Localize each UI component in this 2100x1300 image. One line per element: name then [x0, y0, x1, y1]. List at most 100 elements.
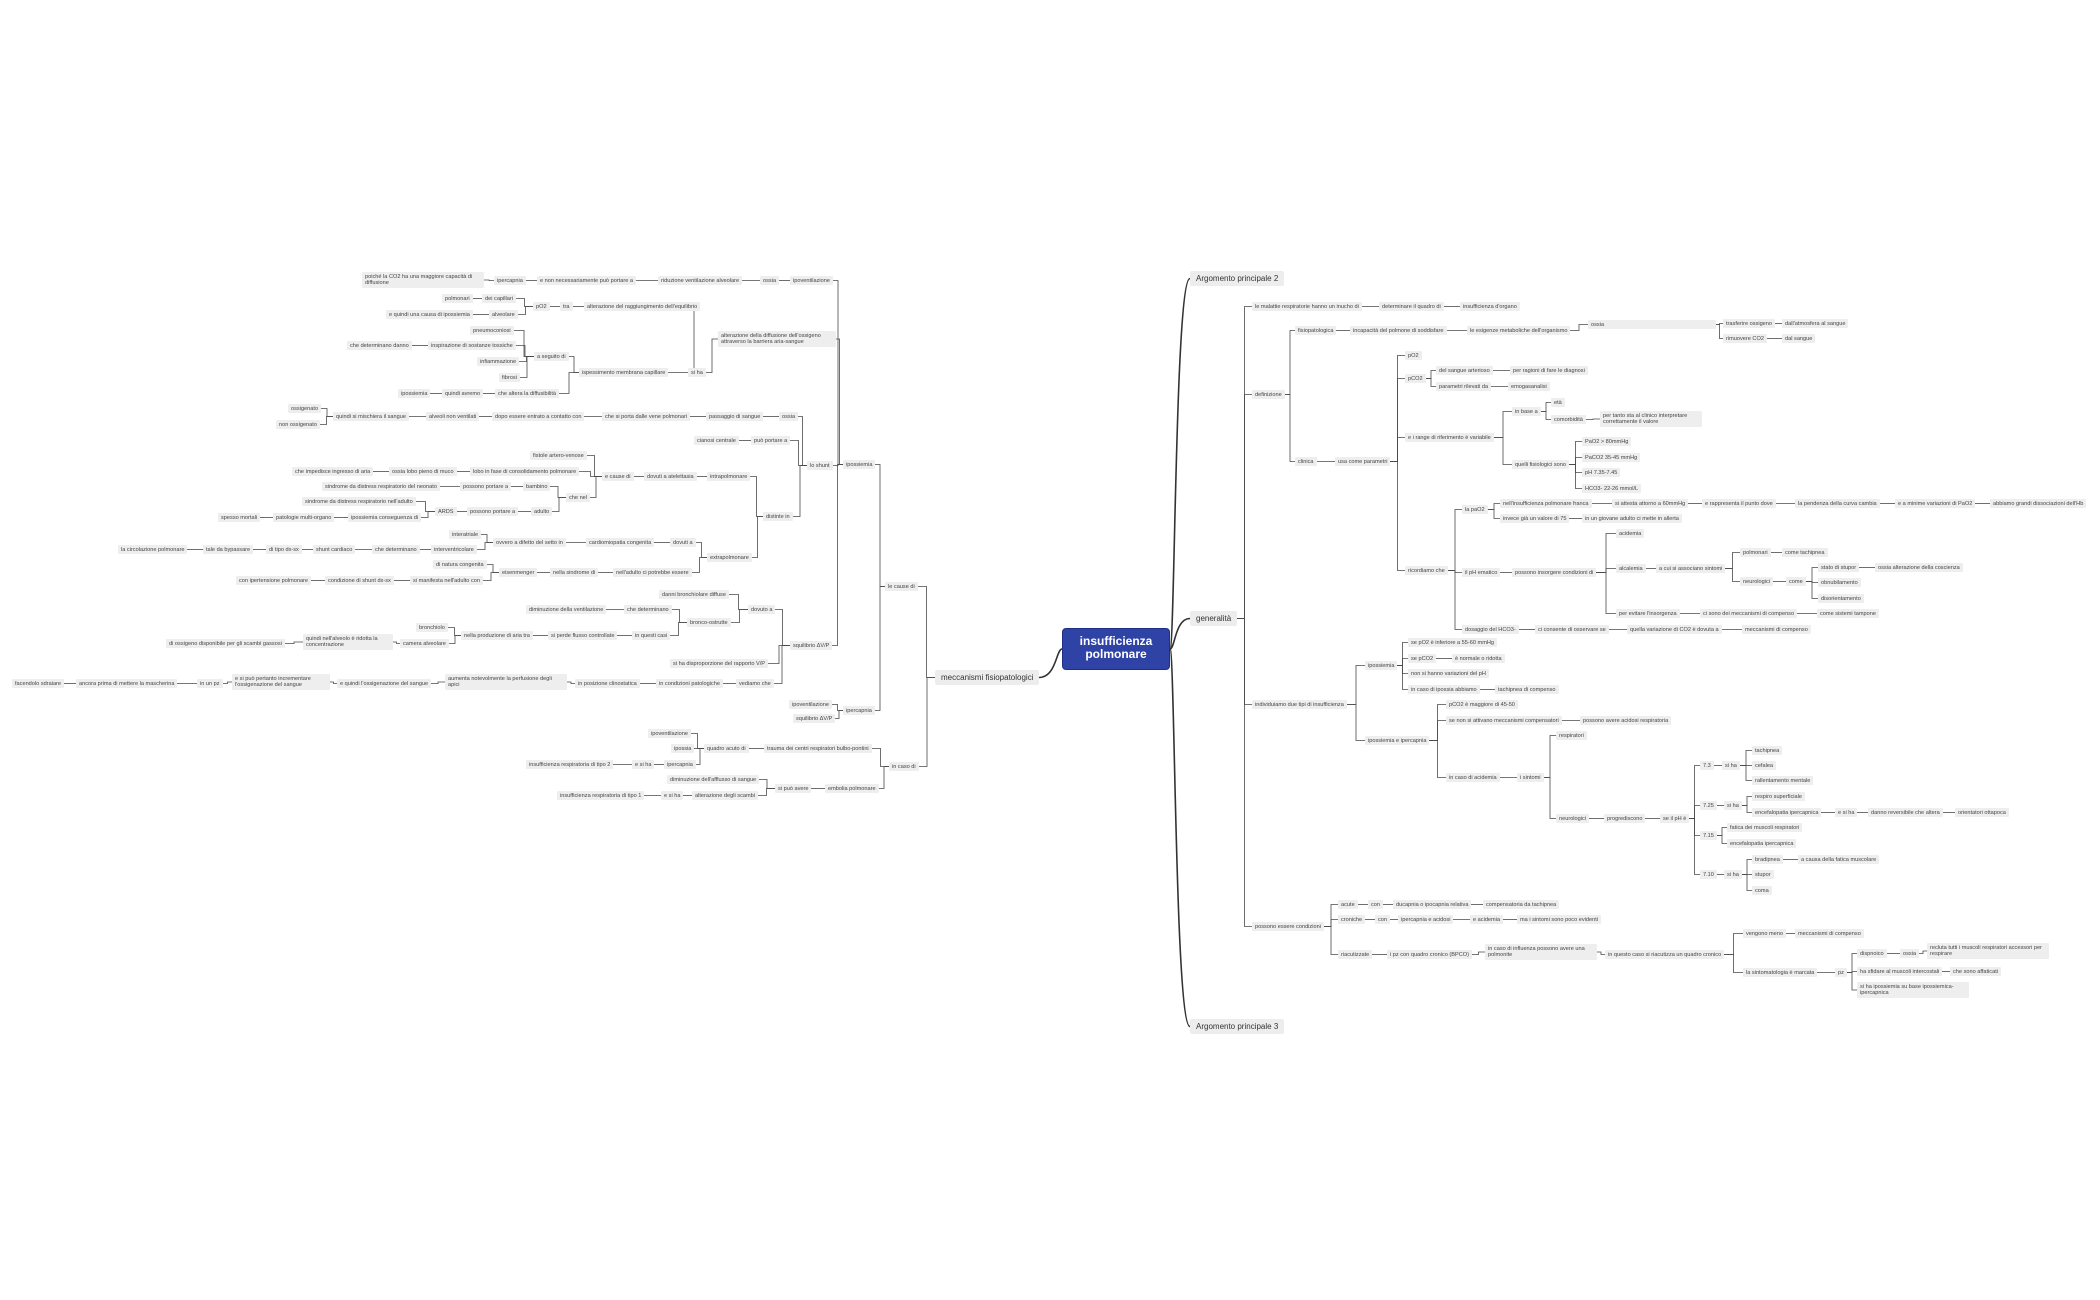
node-parametri-rilevati[interactable]: parametri rilevati da — [1436, 382, 1492, 392]
node-ossia-b[interactable]: ossia — [779, 412, 799, 422]
node-diminuzione-ventilazione[interactable]: diminuzione della ventilazione — [526, 605, 607, 615]
node-ha-sfidare[interactable]: ha sfidare al muscoli intercostali — [1857, 967, 1943, 977]
node-polmonari[interactable]: polmonari — [1740, 548, 1771, 558]
node-non-si-hanno[interactable]: non si hanno variazioni del pH — [1408, 669, 1489, 679]
node-rallentamento[interactable]: rallentamento mentale — [1752, 776, 1814, 786]
node-determinare[interactable]: determinare il quadro di — [1379, 302, 1444, 312]
node-come-tachipnea[interactable]: come tachipnea — [1782, 548, 1828, 558]
node-in-questo-caso[interactable]: in questo caso si riacutizza un quadro c… — [1605, 950, 1725, 960]
node-e-si-ha2[interactable]: e si ha — [632, 760, 655, 770]
node-extrapolmonare[interactable]: extrapolmonare — [707, 553, 752, 563]
node-usa-come[interactable]: usa come parametri — [1335, 457, 1391, 467]
node-dosaggio-hco3[interactable]: dosaggio del HCO3- — [1462, 625, 1519, 635]
node-shunt-cardiaco[interactable]: shunt cardiaco — [313, 545, 356, 555]
node-ci-consente[interactable]: ci consente di osservare se — [1535, 625, 1609, 635]
node-e-cause-di[interactable]: e cause di — [602, 472, 634, 482]
node-a-cui-si[interactable]: a cui si associano sintomi — [1656, 564, 1726, 574]
node-fisiopatologica[interactable]: fisiopatologica — [1295, 326, 1337, 336]
node-sindrome-distress-neonato[interactable]: sindrome da distress respiratorio del ne… — [322, 482, 440, 492]
node-dovuti-atelettasia[interactable]: dovuti a atelettasia — [644, 472, 697, 482]
node-a-causa[interactable]: a causa della fatica muscolare — [1798, 855, 1880, 865]
node-in-un-giovane[interactable]: in un giovane adulto ci mette in allerta — [1582, 514, 1682, 524]
node-puo-portare[interactable]: può portare a — [751, 436, 791, 446]
node-per-tanto[interactable]: per tanto sta al clinico interpretare co… — [1600, 411, 1702, 427]
node-e-quindi[interactable]: e quindi una causa di ipossiemia — [386, 310, 473, 320]
node-tale-da[interactable]: tale da bypassare — [203, 545, 254, 555]
node-possono-essere[interactable]: possono essere condizioni — [1252, 922, 1324, 932]
node-clinica[interactable]: clinica — [1295, 457, 1317, 467]
node-che-determinano2[interactable]: che determinano — [624, 605, 672, 615]
node-si-ha-a[interactable]: si ha — [1722, 761, 1740, 771]
node-dei-capillari[interactable]: dei capillari — [482, 294, 516, 304]
node-trauma[interactable]: trauma dei centri respiratori bulbo-pont… — [764, 744, 872, 754]
node-ossia-alterazione[interactable]: ossia alterazione della coscienza — [1875, 563, 1963, 573]
node-encefalopatia[interactable]: encefalopatia ipercapnica — [1752, 808, 1822, 818]
node-dall-atmosfera[interactable]: dall'atmosfera al sangue — [1782, 319, 1849, 329]
node-paO2[interactable]: PaO2 > 80mmHg — [1582, 437, 1632, 447]
node-ma-i-sintomi[interactable]: ma i sintomi sono poco evidenti — [1517, 915, 1602, 925]
node-ipossiemia[interactable]: ipossiemia — [1365, 661, 1398, 671]
node-si-ha-ipossiemia[interactable]: si ha ipossiemia su base ipossiemica-ipe… — [1857, 982, 1969, 998]
node-ipoventilazione2[interactable]: ipoventilazione — [789, 700, 833, 710]
node-e-si-ha3[interactable]: e si ha — [661, 791, 684, 801]
node-tachipnea[interactable]: tachipnea — [1752, 746, 1783, 756]
node-alterazione-ragg[interactable]: alterazione del raggiungimento dell'equi… — [584, 302, 701, 312]
node-nella-sindrome[interactable]: nella sindrome di — [550, 568, 599, 578]
node-si-ha-disp[interactable]: si ha disproporzione del rapporto V/P — [670, 659, 769, 669]
node-che-si-porta[interactable]: che si porta dalle vene polmonari — [602, 412, 691, 422]
node-che-altera[interactable]: che altera la diffusibilità — [495, 389, 560, 399]
node-si-puo-avere[interactable]: si può avere — [775, 784, 812, 794]
node-disorientamento[interactable]: disorientamento — [1818, 594, 1864, 604]
node-passaggio[interactable]: passaggio di sangue — [706, 412, 764, 422]
node-adulto[interactable]: adulto — [531, 507, 553, 517]
node-e-si-ha[interactable]: e si ha — [1835, 808, 1858, 818]
node-ossia[interactable]: ossia — [1588, 320, 1716, 330]
node-che-determinano[interactable]: che determinano — [372, 545, 420, 555]
node-orientatori[interactable]: orientatori ottapoca — [1955, 808, 2009, 818]
node-camera-alveolare[interactable]: camera alveolare — [400, 639, 449, 649]
node-bradipnea[interactable]: bradipnea — [1752, 855, 1783, 865]
node-riduzione-vent[interactable]: riduzione ventilazione alveolare — [658, 276, 743, 286]
node-alterazione-diff[interactable]: alterazione della diffusione dell'ossige… — [718, 331, 836, 347]
node-meccanismi-compenso2[interactable]: meccanismi di compenso — [1795, 929, 1864, 939]
node-insuff-tipo2[interactable]: insufficienza respiratoria di tipo 2 — [526, 760, 614, 770]
node-individuiamo[interactable]: individuiamo due tipi di insufficienza — [1252, 700, 1347, 710]
node-se-pCO2[interactable]: se pCO2 — [1408, 654, 1437, 664]
node-pz[interactable]: pz — [1835, 968, 1847, 978]
node-pO2b[interactable]: pO2 — [533, 302, 550, 312]
node-infiammazione[interactable]: infiammazione — [477, 357, 520, 367]
node-nell-insufficienza[interactable]: nell'insufficienza polmonare franca — [1500, 499, 1592, 509]
node-alveolare[interactable]: alveolare — [489, 310, 518, 320]
node-ipossiemia-ipercapnia[interactable]: ipossiemia e ipercapnia — [1365, 736, 1430, 746]
node-croniche[interactable]: croniche — [1338, 915, 1366, 925]
node-progrediscono[interactable]: progrediscono — [1604, 814, 1646, 824]
node-definizione[interactable]: definizione — [1252, 390, 1285, 400]
node-poiche-co2[interactable]: poiché la CO2 ha una maggiore capacità d… — [362, 272, 484, 288]
node-ipoventilazione3[interactable]: ipoventilazione — [648, 729, 692, 739]
node-rimuovere[interactable]: rimuovere CO2 — [1723, 334, 1767, 344]
topic-generalita[interactable]: generalità — [1190, 611, 1238, 626]
node-in-caso-infl[interactable]: in caso di influenza possono avere una p… — [1485, 944, 1597, 960]
node-dovuto-a[interactable]: dovuto a — [748, 605, 776, 615]
node-ph[interactable]: pH 7.35-7.45 — [1582, 468, 1621, 478]
node-cianosi[interactable]: cianosi centrale — [694, 436, 739, 446]
node-si-manifesta[interactable]: si manifesta nell'adulto con — [410, 576, 483, 586]
node-in-base-a[interactable]: in base a — [1512, 407, 1541, 417]
node-ipossiemia-b[interactable]: ipossiemia — [843, 460, 876, 470]
node-alveoli-non[interactable]: alveoli non ventilati — [426, 412, 480, 422]
node-con-a[interactable]: con — [1368, 900, 1384, 910]
node-riacutizzate[interactable]: riacutizzate — [1338, 950, 1373, 960]
node-ipossiemia-c[interactable]: ipossiemia — [398, 389, 431, 399]
node-quindi-si-mischia[interactable]: quindi si mischiera il sangue — [333, 412, 409, 422]
node-se-il-ph[interactable]: se il pH è — [1660, 814, 1690, 824]
node-tra[interactable]: tra — [560, 302, 573, 312]
node-vediamo-che[interactable]: vediamo che — [736, 679, 774, 689]
node-quelli-fisiologici[interactable]: quelli fisiologici sono — [1512, 460, 1569, 470]
node-che-impedisce[interactable]: che impedisce ingresso di aria — [292, 467, 374, 477]
node-che-nel[interactable]: che nel — [566, 493, 591, 503]
node-patologie-multi[interactable]: patologie multi-organo — [273, 513, 335, 523]
node-e-normale[interactable]: è normale o ridotta — [1452, 654, 1505, 664]
node-si-perde[interactable]: si perde flusso controllate — [548, 631, 618, 641]
node-fatica-muscoli[interactable]: fatica dei muscoli respiratori — [1727, 823, 1803, 833]
node-shunt[interactable]: lo shunt — [807, 461, 833, 471]
